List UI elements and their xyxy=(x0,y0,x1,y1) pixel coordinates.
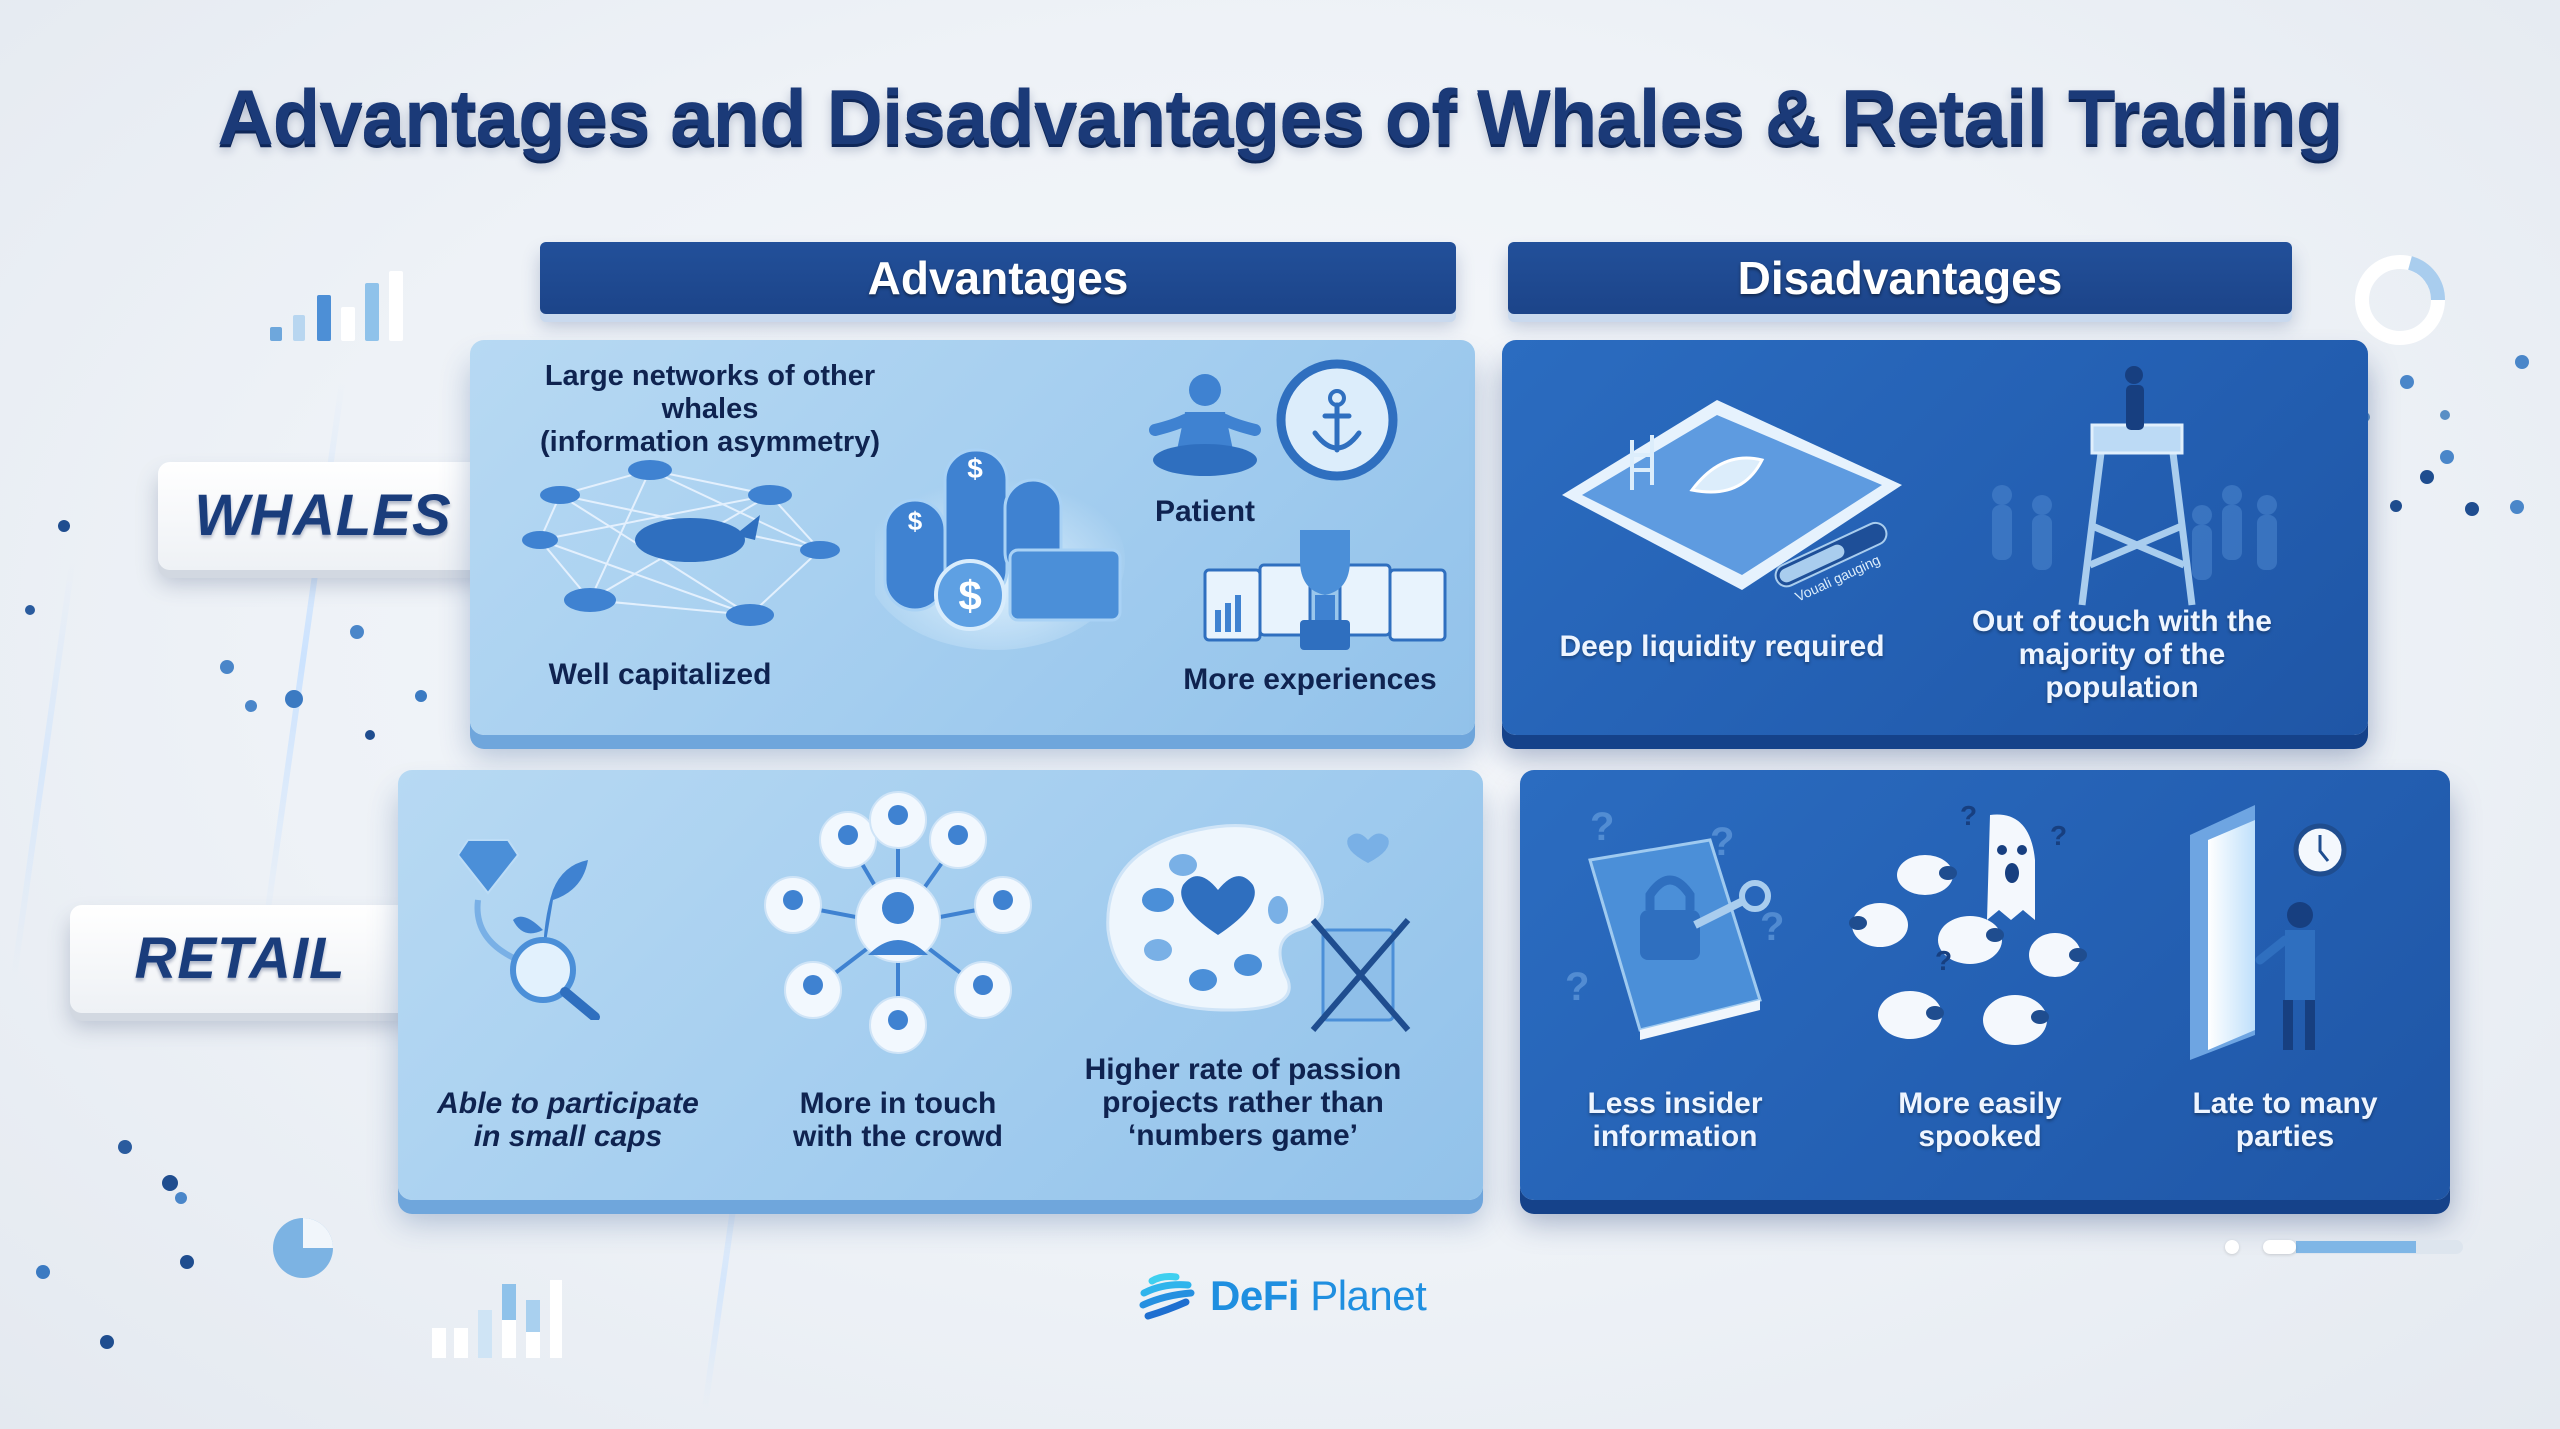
brand-logo: DeFi Planet xyxy=(1138,1268,1427,1324)
caption-network: Large networks of other whales (informat… xyxy=(539,360,880,458)
row-label-whales: WHALES xyxy=(158,462,488,570)
globe-logo-icon xyxy=(1139,1273,1195,1320)
decor-dot xyxy=(220,660,234,674)
panel-whales-disadvantages: Vouali gauging Deep liquidity required O… xyxy=(1502,340,2368,735)
page-title: Advantages and Disadvantages of Whales &… xyxy=(217,73,2343,161)
decor-dot xyxy=(2465,502,2479,516)
bar-chart-decor-icon xyxy=(270,271,403,341)
pie-chart-decor-icon xyxy=(273,1218,333,1278)
decor-dot xyxy=(245,700,257,712)
donut-chart-decor-icon xyxy=(2355,255,2446,345)
caption-liquidity: Deep liquidity required xyxy=(1559,630,1885,663)
people-network-icon xyxy=(764,791,1032,1054)
caption-smallcaps: Able to participate in small caps xyxy=(437,1087,699,1153)
palette-heart-icon xyxy=(1106,824,1411,1032)
light-streak xyxy=(10,561,76,979)
meditating-person-icon xyxy=(1149,374,1261,476)
trophy-dashboard-icon xyxy=(1203,530,1447,650)
caption-touch: Out of touch with the majority of the po… xyxy=(1972,605,2272,704)
caption-experience: More experiences xyxy=(1183,663,1437,696)
svg-text:$: $ xyxy=(967,453,983,484)
svg-text:?: ? xyxy=(1935,945,1952,976)
caption-spooked: More easily spooked xyxy=(1898,1087,2062,1153)
panel-retail-advantages: Able to participate in small caps More i… xyxy=(398,770,1483,1200)
svg-text:$: $ xyxy=(908,506,923,536)
pager-dot xyxy=(2225,1240,2239,1254)
pagination-indicator xyxy=(2225,1240,2463,1254)
caption-late: Late to many parties xyxy=(2192,1087,2378,1153)
panel-whales-advantages: Large networks of other whales (informat… xyxy=(470,340,1475,735)
decor-dot xyxy=(350,625,364,639)
pager-fill xyxy=(2296,1241,2416,1253)
caption-crowd: More in touch with the crowd xyxy=(793,1087,1003,1153)
locked-book-icon: ???? xyxy=(1565,805,1784,1040)
decor-dot xyxy=(415,690,427,702)
decor-dot xyxy=(365,730,375,740)
ghost-sheep-icon: ??? xyxy=(1849,800,2087,1045)
caption-insider: Less insider information xyxy=(1587,1087,1763,1153)
coins-cash-icon: $ $ $ xyxy=(875,448,1125,650)
decor-dot xyxy=(36,1265,50,1279)
decor-dot xyxy=(180,1255,194,1269)
decor-dot xyxy=(285,690,303,708)
decor-dot xyxy=(118,1140,132,1154)
caption-patient: Patient xyxy=(1154,495,1256,528)
pager-track xyxy=(2263,1240,2463,1254)
decor-dot xyxy=(2400,375,2414,389)
svg-text:?: ? xyxy=(1590,805,1614,849)
decor-dot xyxy=(2510,500,2524,514)
pool-boat-icon: Vouali gauging xyxy=(1562,400,1902,605)
decor-dot xyxy=(25,605,35,615)
door-clock-icon xyxy=(2190,805,2347,1060)
svg-text:?: ? xyxy=(1565,965,1589,1009)
header-advantages: Advantages xyxy=(540,242,1456,314)
header-disadvantages: Disadvantages xyxy=(1508,242,2292,314)
svg-text:$: $ xyxy=(958,572,981,619)
decor-dot xyxy=(2515,355,2529,369)
decor-dot xyxy=(2390,500,2402,512)
bar-chart-decor-icon xyxy=(432,1280,562,1358)
diamond-sprout-magnifier-icon xyxy=(458,839,600,1020)
caption-capital: Well capitalized xyxy=(548,658,772,691)
decor-dot xyxy=(100,1335,114,1349)
svg-text:?: ? xyxy=(1760,905,1784,949)
whale-network-icon xyxy=(522,460,840,626)
decor-dot xyxy=(2420,470,2434,484)
panel-retail-disadvantages: ???? Less insider information ??? More e… xyxy=(1520,770,2450,1200)
svg-text:?: ? xyxy=(1960,800,1977,831)
decor-dot xyxy=(175,1192,187,1204)
row-label-retail: RETAIL xyxy=(70,905,410,1013)
pager-thumb xyxy=(2263,1240,2296,1254)
decor-dot xyxy=(58,520,70,532)
decor-dot xyxy=(162,1175,178,1191)
decor-dot xyxy=(2440,450,2454,464)
caption-passion: Higher rate of passion projects rather t… xyxy=(1084,1053,1402,1152)
watchtower-icon xyxy=(1992,366,2277,606)
brand-name: DeFi Planet xyxy=(1210,1272,1427,1319)
anchor-clock-icon xyxy=(1276,359,1398,481)
svg-text:?: ? xyxy=(2050,820,2067,851)
decor-dot xyxy=(2440,410,2450,420)
